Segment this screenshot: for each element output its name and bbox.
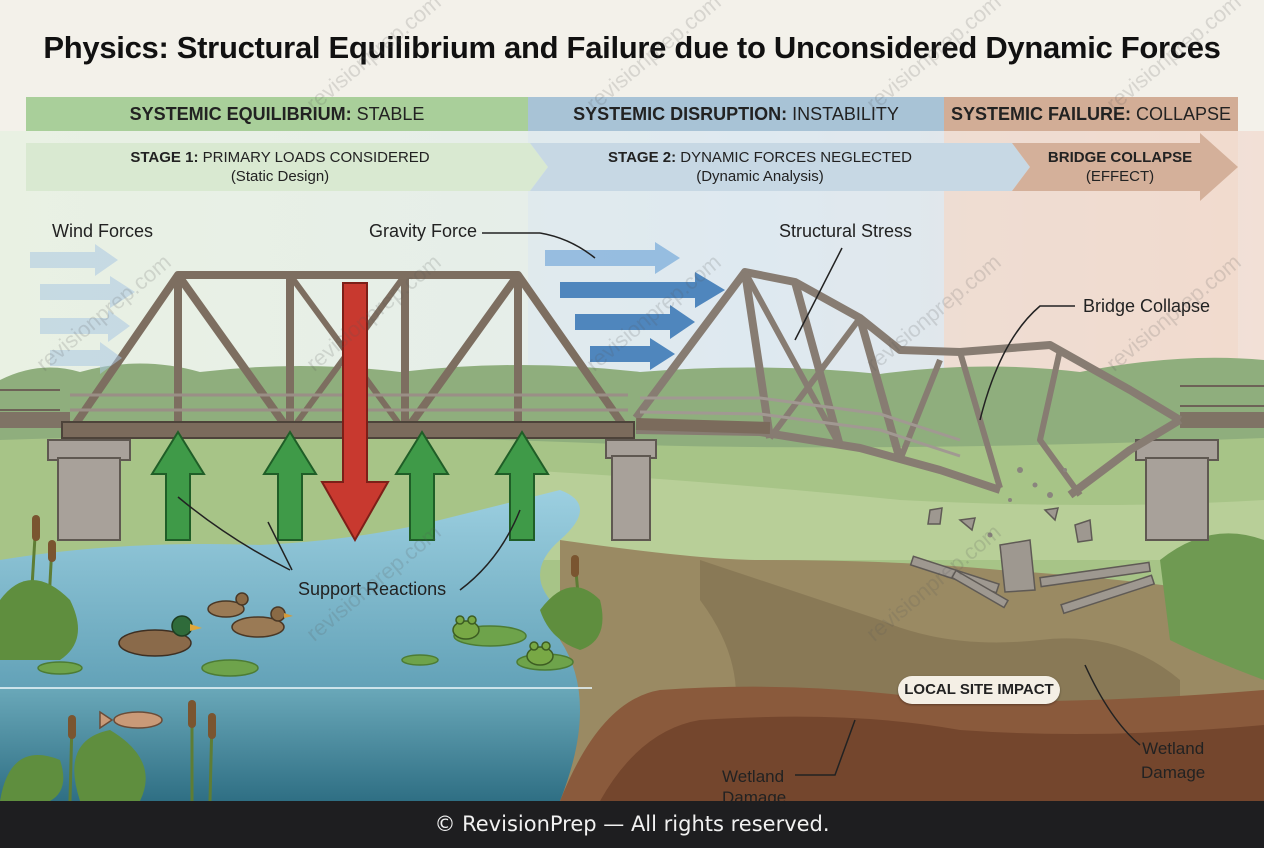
label-structural-stress: Structural Stress	[779, 221, 913, 241]
label-wetland-damage-right: Wetland Damage	[1141, 737, 1205, 785]
label-support-reactions: Support Reactions	[298, 579, 447, 599]
stage-3-chevron	[1012, 133, 1238, 201]
band-equilibrium: SYSTEMIC EQUILIBRIUM: STABLE	[26, 97, 528, 131]
stage-3-label: BRIDGE COLLAPSE (EFFECT)	[1030, 141, 1210, 193]
stage-sub: (EFFECT)	[1085, 168, 1155, 185]
frog-icon	[452, 615, 554, 666]
stage-sub: (Static Design)	[230, 168, 330, 185]
wetland-line-1: Wetland	[1142, 739, 1205, 758]
debris-icon	[909, 507, 1156, 615]
local-site-impact-badge: LOCAL SITE IMPACT	[898, 676, 1060, 704]
band-value: STABLE	[356, 104, 425, 124]
stage-key: BRIDGE COLLAPSE	[1047, 149, 1193, 166]
label-wind-forces: Wind Forces	[52, 221, 154, 241]
label-gravity-force: Gravity Force	[369, 221, 478, 241]
wind-arrows	[30, 242, 725, 374]
stage-key: STAGE 1:	[130, 149, 199, 166]
support-arrows	[150, 430, 550, 541]
stage-1-label: STAGE 1: PRIMARY LOADS CONSIDERED (Stati…	[60, 141, 500, 193]
stage-value: PRIMARY LOADS CONSIDERED	[202, 149, 430, 166]
band-key: SYSTEMIC EQUILIBRIUM:	[129, 104, 352, 124]
band-disruption: SYSTEMIC DISRUPTION: INSTABILITY	[528, 97, 944, 131]
label-bridge-collapse: Bridge Collapse	[1083, 296, 1211, 316]
band-key: SYSTEMIC DISRUPTION:	[573, 104, 788, 124]
duck-icon	[118, 592, 293, 657]
page-title: Physics: Structural Equilibrium and Fail…	[43, 30, 1221, 65]
stage-key: STAGE 2:	[608, 149, 677, 166]
wetland-line-1: Wetland	[722, 767, 785, 786]
band-value: INSTABILITY	[792, 104, 899, 124]
band-key: SYSTEMIC FAILURE:	[950, 104, 1131, 124]
stage-2-chevron	[530, 143, 1030, 191]
stage-1-chevron	[26, 143, 548, 191]
band-failure: SYSTEMIC FAILURE: COLLAPSE	[944, 97, 1238, 131]
wetland-line-2: Damage	[1141, 763, 1206, 782]
stage-value: DYNAMIC FORCES NEGLECTED	[680, 149, 912, 166]
fish-icon	[99, 710, 163, 730]
copyright-footer: © RevisionPrep — All rights reserved.	[0, 801, 1264, 848]
band-value: COLLAPSE	[1135, 104, 1232, 124]
bridge-piers	[47, 439, 1219, 541]
stage-sub: (Dynamic Analysis)	[696, 168, 824, 185]
stage-2-label: STAGE 2: DYNAMIC FORCES NEGLECTED (Dynam…	[560, 141, 960, 193]
gravity-arrow	[320, 282, 390, 543]
